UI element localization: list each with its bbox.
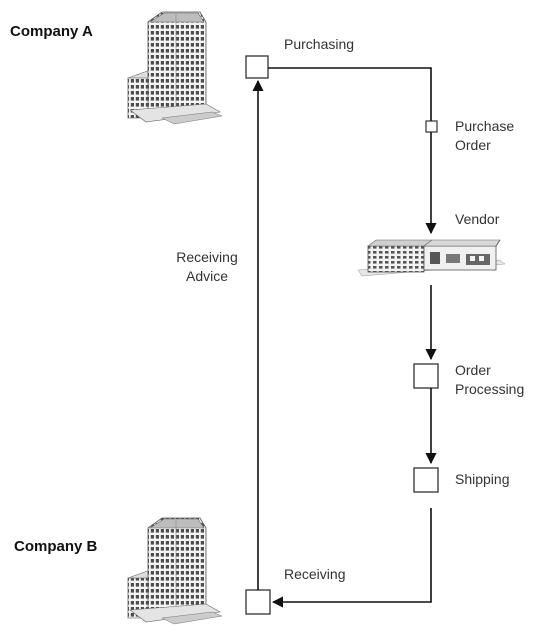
purchase-order-label: Purchase Order xyxy=(455,117,514,155)
order-processing-label: Order Processing xyxy=(455,361,524,399)
receiving-advice-label: Receiving Advice xyxy=(164,248,250,286)
purchasing-label: Purchasing xyxy=(284,35,354,54)
receiving-label: Receiving xyxy=(284,565,345,584)
company-b-building-icon xyxy=(128,518,222,624)
order-processing-box xyxy=(414,364,438,388)
shipping-label: Shipping xyxy=(455,470,510,489)
purchase-order-box xyxy=(426,121,437,132)
company-a-label: Company A xyxy=(10,22,93,41)
purchasing-box xyxy=(246,56,268,78)
company-a-building-icon xyxy=(128,12,222,124)
company-b-label: Company B xyxy=(14,537,97,556)
vendor-label: Vendor xyxy=(455,210,499,229)
shipping-box xyxy=(414,468,438,492)
arrow-shipping-to-receiving xyxy=(273,508,431,602)
receiving-box xyxy=(246,590,270,614)
vendor-warehouse-icon xyxy=(358,240,505,276)
connector-purchasing-to-po xyxy=(268,68,431,121)
